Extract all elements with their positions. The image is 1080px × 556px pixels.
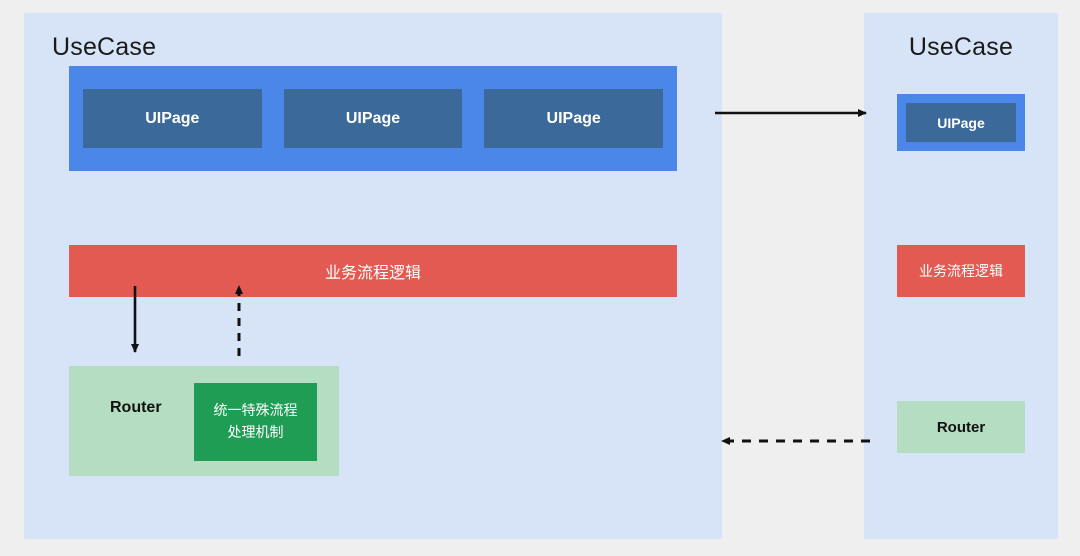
left-usecase-panel: UseCase UIPage UIPage UIPage 业务流程逻辑 Rout…	[24, 13, 722, 539]
left-panel-title: UseCase	[52, 33, 157, 61]
left-uipage-box-3[interactable]: UIPage	[484, 89, 664, 148]
left-uipage-group: UIPage UIPage UIPage	[69, 66, 677, 171]
left-router-inner-line-2: 处理机制	[227, 424, 284, 440]
left-uipage-box-1[interactable]: UIPage	[83, 89, 262, 148]
left-router-label: Router	[110, 399, 162, 416]
right-uipage-group: UIPage	[897, 94, 1025, 151]
left-uipage-box-2[interactable]: UIPage	[283, 89, 463, 148]
left-router-inner-box[interactable]: 统一特殊流程 处理机制	[194, 383, 317, 461]
left-router-inner-line-1: 统一特殊流程	[213, 402, 298, 419]
right-usecase-panel: UseCase UIPage 业务流程逻辑 Router	[864, 13, 1058, 539]
right-router-box[interactable]: Router	[897, 401, 1025, 453]
right-panel-title: UseCase	[908, 33, 1014, 61]
left-router-box[interactable]: Router 统一特殊流程 处理机制	[69, 366, 339, 476]
right-router-label: Router	[936, 418, 986, 436]
right-uipage-box-1[interactable]: UIPage	[906, 103, 1016, 142]
left-business-logic-bar[interactable]: 业务流程逻辑	[69, 245, 677, 297]
right-business-logic-bar[interactable]: 业务流程逻辑	[897, 245, 1025, 297]
